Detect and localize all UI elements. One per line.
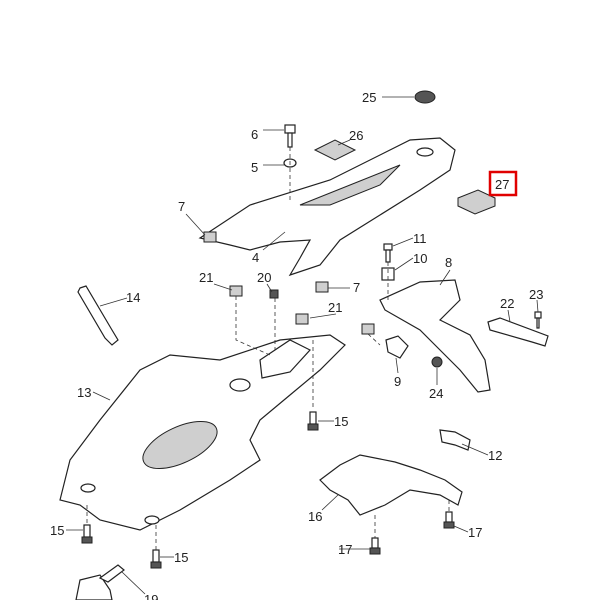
bolt-part-15 <box>81 524 93 544</box>
bracket-part-8 <box>379 279 491 393</box>
emblem-part-25 <box>414 90 436 104</box>
assembly-lines <box>86 147 450 550</box>
bracket-part-22 <box>487 317 549 347</box>
callout-26[interactable]: 26 <box>349 128 363 143</box>
callout-17[interactable]: 17 <box>338 542 352 557</box>
clip-part-7 <box>315 281 329 293</box>
clip-part-7 <box>203 231 217 243</box>
callout-21[interactable]: 21 <box>199 270 213 285</box>
bolt-part-15 <box>307 411 319 431</box>
clip-part-21 <box>295 313 309 325</box>
bolt-part-6 <box>284 124 296 148</box>
bolt-part-11 <box>383 243 393 263</box>
callout-15[interactable]: 15 <box>174 550 188 565</box>
clip-part-21 <box>229 285 243 297</box>
clip-part-21 <box>361 323 375 335</box>
callout-5[interactable]: 5 <box>251 160 258 175</box>
callout-10[interactable]: 10 <box>413 251 427 266</box>
callout-20[interactable]: 20 <box>257 270 271 285</box>
callout-6[interactable]: 6 <box>251 127 258 142</box>
callout-15[interactable]: 15 <box>334 414 348 429</box>
callout-11[interactable]: 11 <box>413 231 427 246</box>
callout-15[interactable]: 15 <box>50 523 64 538</box>
rear-cowl-part-4 <box>198 137 456 277</box>
callout-14[interactable]: 14 <box>126 290 140 305</box>
bolt-part-15 <box>150 549 162 569</box>
bolt-part-17 <box>369 537 381 555</box>
cable-tie-part-14 <box>77 285 119 346</box>
callout-17[interactable]: 17 <box>468 525 482 540</box>
callout-4[interactable]: 4 <box>252 250 259 265</box>
callout-23[interactable]: 23 <box>529 287 543 302</box>
callout-7[interactable]: 7 <box>353 280 360 295</box>
callout-21[interactable]: 21 <box>328 300 342 315</box>
callout-8[interactable]: 8 <box>445 255 452 270</box>
damper-part-9 <box>385 335 409 359</box>
sticker-part-26 <box>313 139 357 161</box>
nut-part-20 <box>269 289 279 299</box>
callout-12[interactable]: 12 <box>488 448 502 463</box>
highlight-box-part-27 <box>488 170 518 197</box>
callout-25[interactable]: 25 <box>362 90 376 105</box>
callout-13[interactable]: 13 <box>77 385 91 400</box>
bracket-part-12 <box>439 429 471 451</box>
nut-part-24 <box>431 356 443 368</box>
screw-part-23 <box>534 311 542 329</box>
leader-lines <box>66 96 539 595</box>
callout-9[interactable]: 9 <box>394 374 401 389</box>
callout-22[interactable]: 22 <box>500 296 514 311</box>
callout-19[interactable]: 19 <box>144 592 158 600</box>
inner-fender-part-13 <box>59 334 346 531</box>
callout-24[interactable]: 24 <box>429 386 443 401</box>
mudguard-part-16 <box>319 454 463 516</box>
callout-16[interactable]: 16 <box>308 509 322 524</box>
pad-part-27 <box>457 189 496 215</box>
callout-27[interactable]: 27 <box>495 177 509 192</box>
bracket-part-19 <box>75 574 113 600</box>
bolt-part-17 <box>443 511 455 529</box>
callout-7[interactable]: 7 <box>178 199 185 214</box>
